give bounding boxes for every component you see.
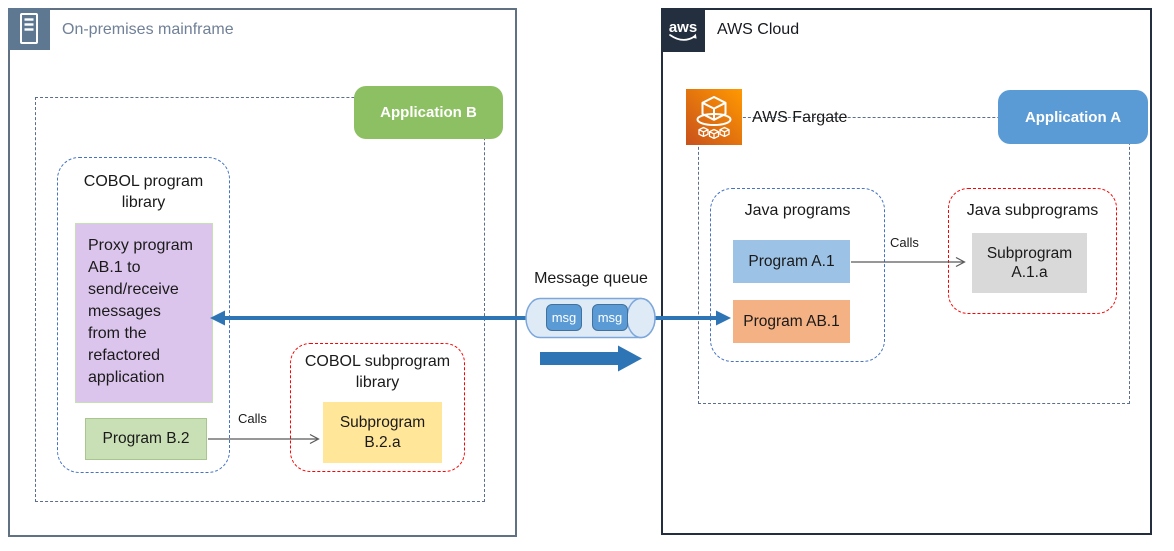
- subprogram-b2a-box: Subprogram B.2.a: [323, 402, 442, 463]
- proxy-program-box: Proxy program AB.1 to send/receive messa…: [75, 223, 213, 403]
- application-b-label: Application B: [354, 86, 503, 139]
- java-subprograms-group: [948, 188, 1117, 314]
- mainframe-icon: [8, 8, 50, 50]
- aws-application-boundary: [698, 117, 1130, 404]
- java-programs-title: Java programs: [744, 202, 851, 219]
- calls-label-onprem: Calls: [238, 411, 267, 426]
- aws-logo-icon: aws: [661, 8, 705, 52]
- cobol-program-library-title: COBOL program library: [83, 173, 204, 211]
- message-chip: msg: [546, 304, 582, 331]
- program-b2-box: Program B.2: [85, 418, 207, 460]
- aws-logo-text: aws: [669, 19, 697, 36]
- aws-fargate-icon: [686, 89, 742, 145]
- message-chip: msg: [592, 304, 628, 331]
- onprem-application-boundary: [35, 97, 485, 502]
- cobol-subprogram-library-group: [290, 343, 465, 472]
- program-a1-box: Program A.1: [733, 240, 850, 283]
- flow-direction-arrow: [540, 345, 642, 372]
- message-queue-label: Message queue: [534, 270, 648, 287]
- calls-label-aws: Calls: [890, 235, 919, 250]
- subprogram-a1a-box: Subprogram A.1.a: [972, 233, 1087, 293]
- aws-cloud-title: AWS Cloud: [717, 21, 800, 38]
- java-subprograms-title: Java subprograms: [966, 202, 1099, 219]
- program-ab1-box: Program AB.1: [733, 300, 850, 343]
- application-a-label: Application A: [998, 90, 1148, 144]
- cobol-subprogram-library-title: COBOL subprogram library: [304, 353, 451, 391]
- onprem-title: On-premises mainframe: [62, 21, 234, 38]
- aws-fargate-label: AWS Fargate: [752, 109, 848, 126]
- cobol-program-library-group: [57, 157, 230, 473]
- java-programs-group: [710, 188, 885, 362]
